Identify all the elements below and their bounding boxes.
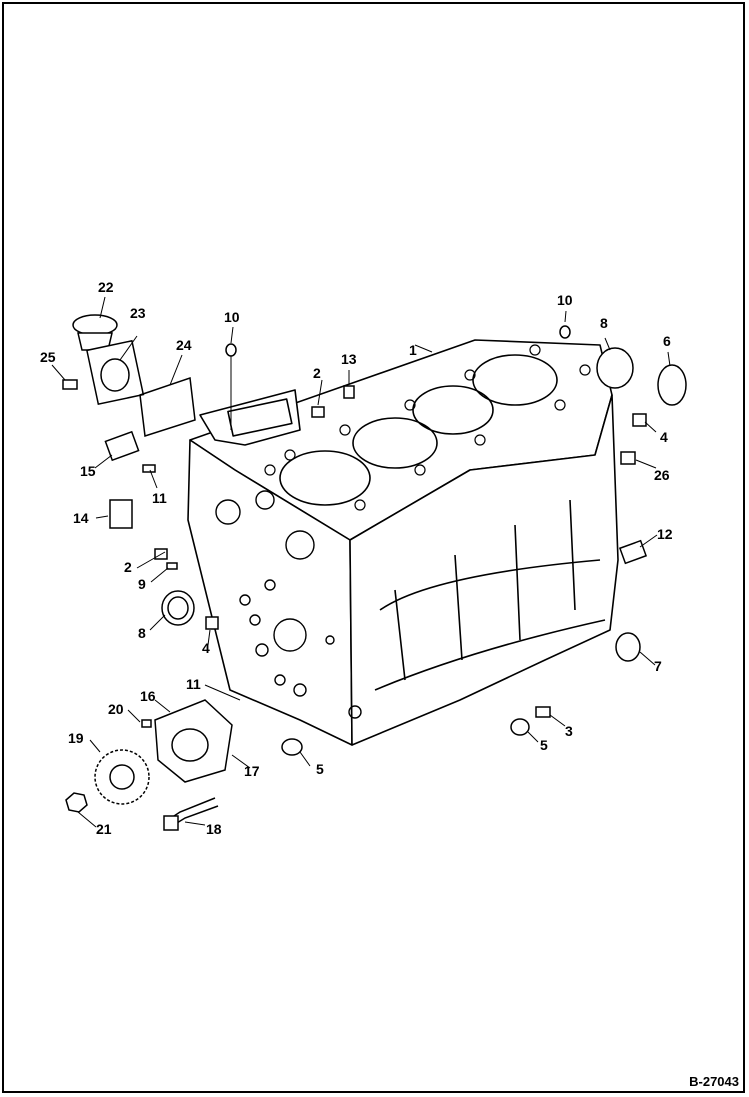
callout-2a: 2 (124, 559, 132, 575)
block-front-face (187, 439, 353, 746)
callout-14: 14 (73, 510, 89, 526)
plug-part-5a (510, 718, 530, 736)
callout-8a: 8 (138, 625, 146, 641)
pin-part-20 (141, 719, 152, 728)
callout-21: 21 (96, 821, 112, 837)
cylinder-bore-2 (352, 417, 438, 469)
callout-17: 17 (244, 763, 260, 779)
thermostat-housing (199, 389, 301, 446)
callout-12: 12 (657, 526, 673, 542)
callout-7: 7 (654, 658, 662, 674)
bolt-part-25 (62, 379, 78, 390)
plug-part-2b (311, 406, 325, 418)
cylinder-bore-1 (279, 450, 371, 506)
callout-13: 13 (341, 351, 357, 367)
callout-5b: 5 (316, 761, 324, 777)
plug-part-10b (559, 325, 571, 339)
callout-9: 9 (138, 576, 146, 592)
callout-26: 26 (654, 467, 670, 483)
cylinder-bore-3 (412, 385, 494, 435)
callout-10b: 10 (557, 292, 573, 308)
switch-part-14 (109, 499, 133, 529)
callout-25: 25 (40, 349, 56, 365)
plug-part-4b (632, 413, 647, 427)
pin-part-11a (142, 464, 156, 473)
callout-19: 19 (68, 730, 84, 746)
nut-part-21 (65, 792, 88, 813)
callout-24: 24 (176, 337, 192, 353)
callout-11a: 11 (152, 490, 167, 506)
plug-part-26 (620, 451, 636, 465)
callout-3: 3 (565, 723, 573, 739)
pin-part-9 (166, 562, 178, 570)
seal-part-6 (657, 364, 687, 406)
pipe-part-12 (618, 539, 648, 565)
callout-6: 6 (663, 333, 671, 349)
plug-part-8b (596, 347, 634, 389)
callout-23: 23 (130, 305, 146, 321)
callout-8b: 8 (600, 315, 608, 331)
callout-11b: 11 (186, 676, 201, 692)
callout-4a: 4 (202, 640, 210, 656)
callout-5a: 5 (540, 737, 548, 753)
cylinder-bore-4 (472, 354, 558, 406)
callout-20: 20 (108, 701, 124, 717)
plug-part-5b (281, 738, 303, 756)
block-side-face (349, 394, 619, 746)
callout-10a: 10 (224, 309, 240, 325)
plug-part-4a (205, 616, 219, 630)
callout-15: 15 (80, 463, 96, 479)
oil-seal-part-7 (615, 632, 641, 662)
plug-part-3 (535, 706, 551, 718)
thermostat-cap-part-22 (72, 314, 118, 336)
figure-reference-code: B-27043 (689, 1074, 739, 1089)
callout-18: 18 (206, 821, 222, 837)
callout-1: 1 (409, 342, 417, 358)
gasket-part-24 (139, 376, 196, 437)
callout-4b: 4 (660, 429, 668, 445)
callout-2b: 2 (313, 365, 321, 381)
sensor-part-15 (104, 430, 140, 462)
callout-16: 16 (140, 688, 156, 704)
callout-22: 22 (98, 279, 114, 295)
plug-part-10 (225, 343, 237, 357)
plug-part-13 (343, 385, 355, 399)
